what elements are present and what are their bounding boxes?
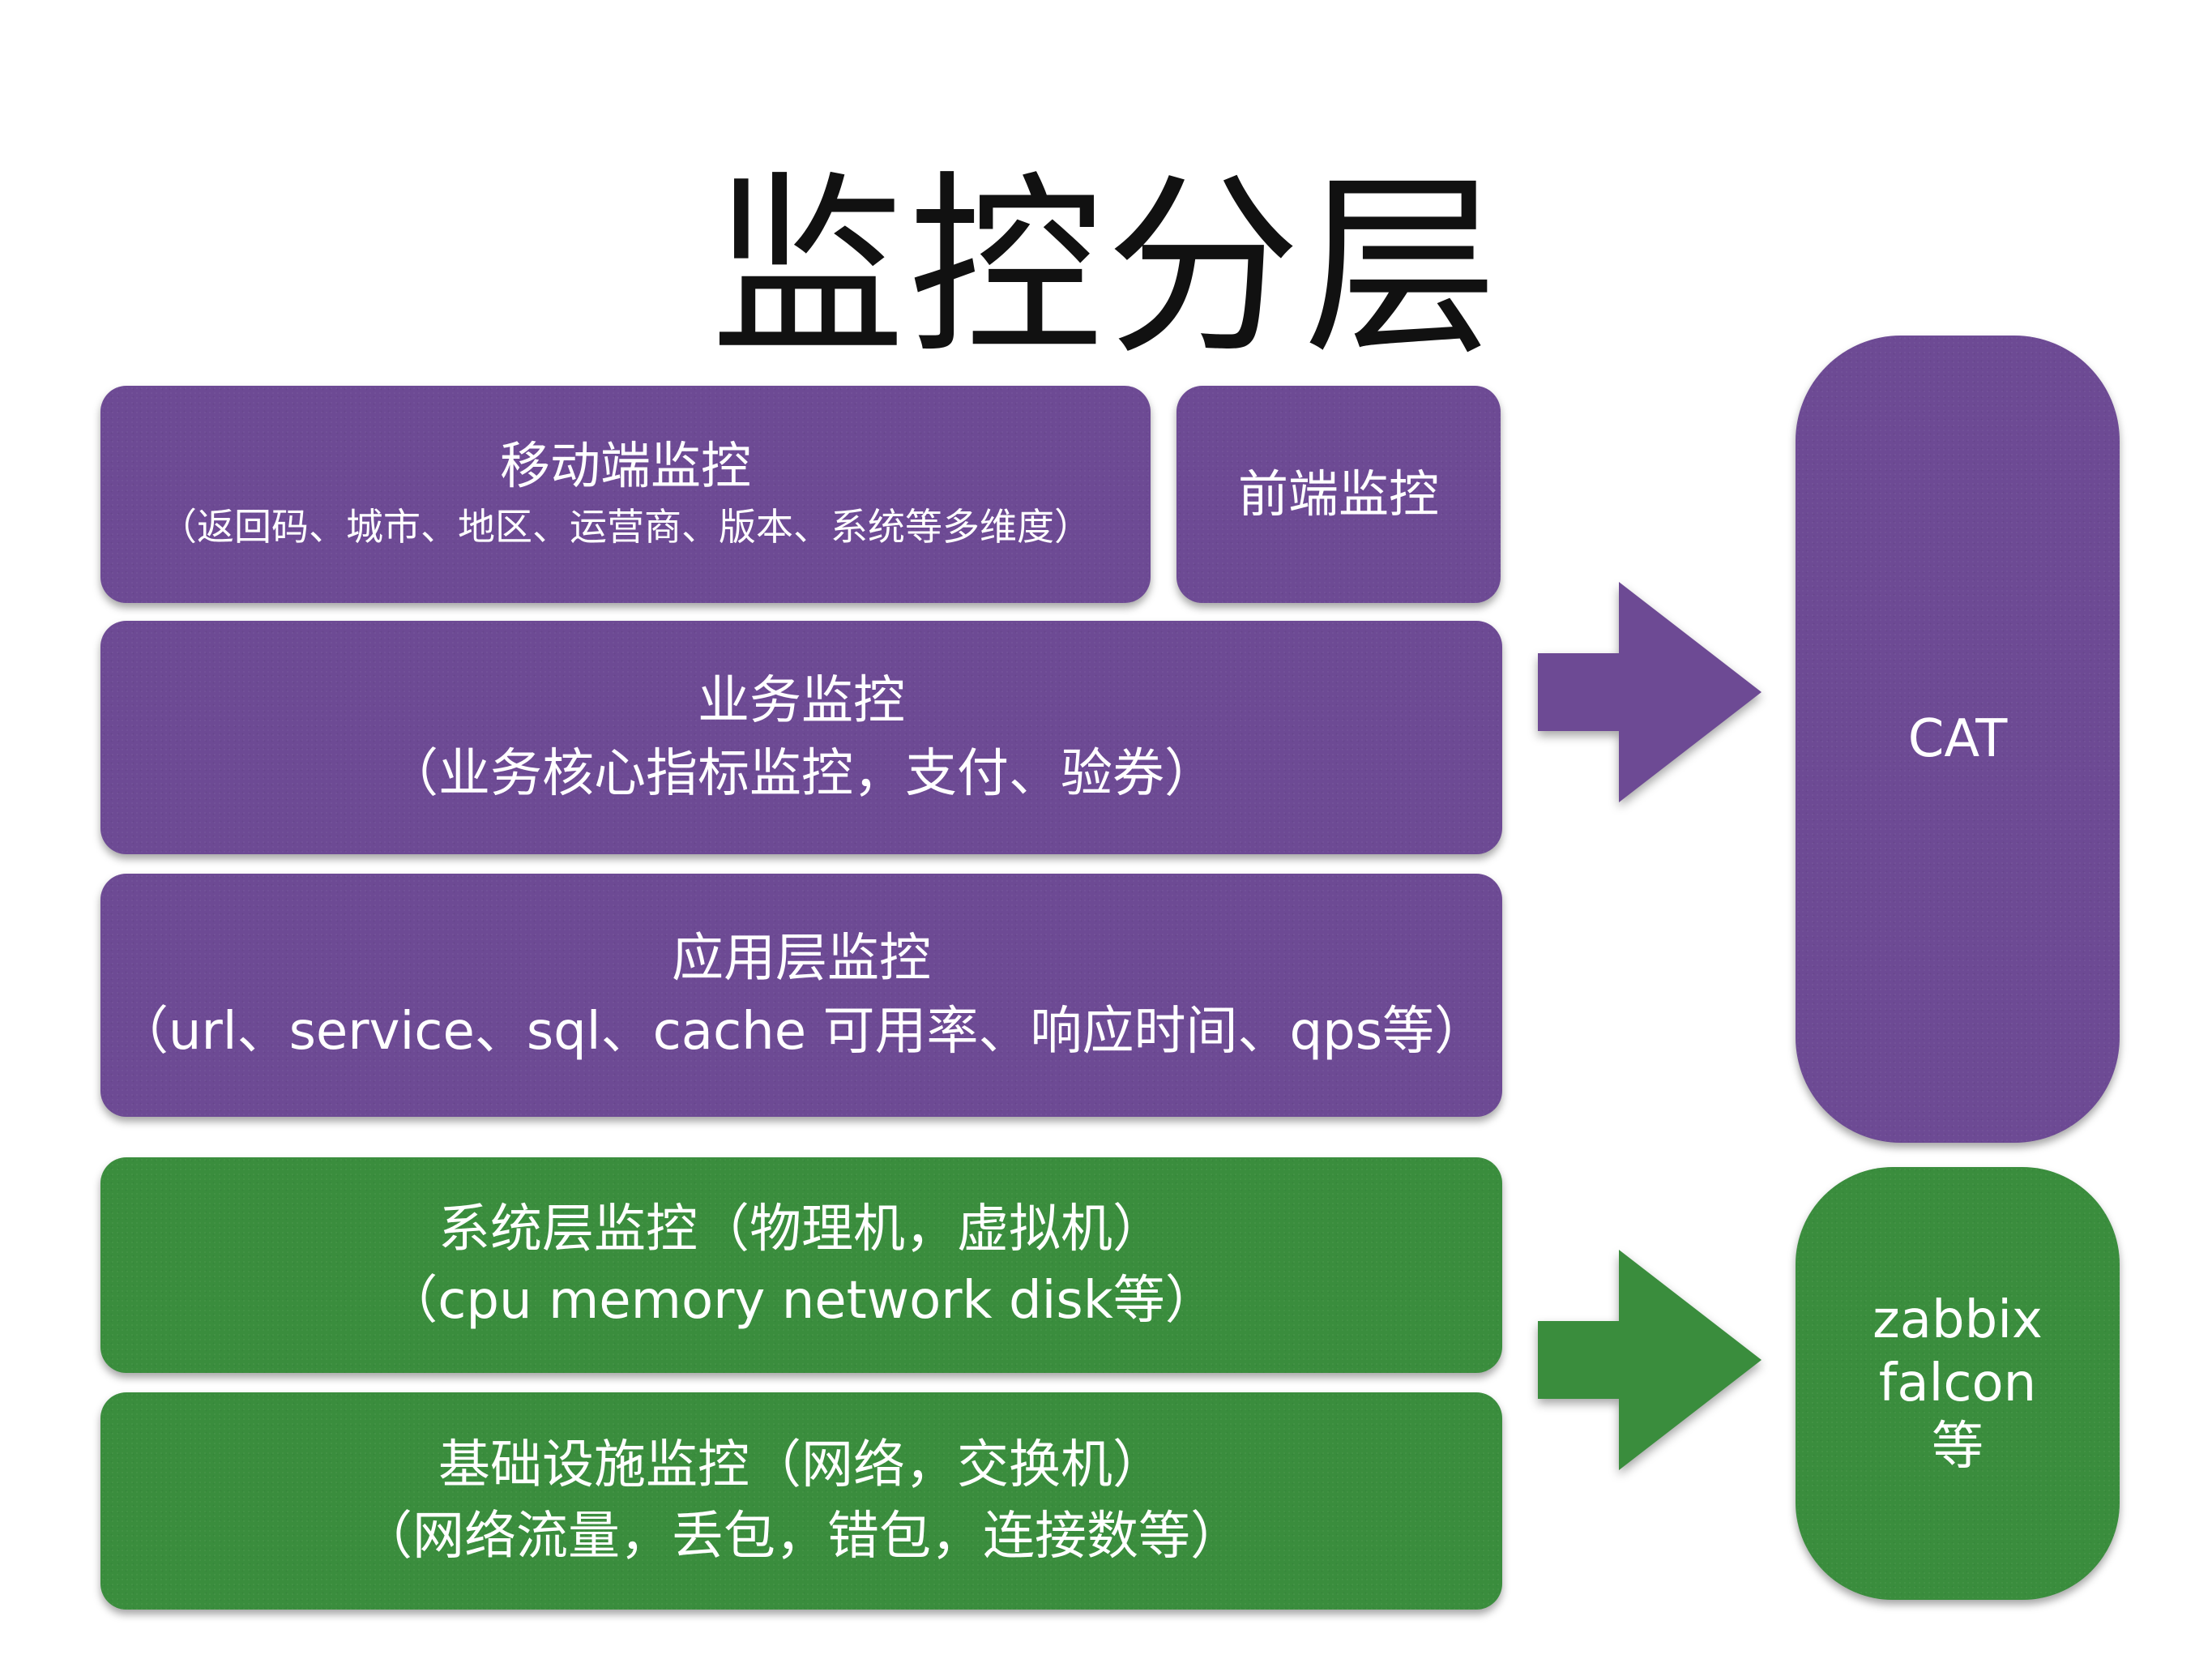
system-monitoring-detail: （cpu memory network disk等） [386, 1271, 1217, 1331]
mobile-monitoring-box: 移动端监控 （返回码、城市、地区、运营商、版本、系统等多维度） [100, 386, 1151, 603]
etc-label: 等 [1932, 1417, 1984, 1477]
application-monitoring-title: 应用层监控 [672, 929, 931, 989]
application-monitoring-detail: （url、service、sql、cache 可用率、响应时间、qps等） [116, 1002, 1487, 1062]
application-monitoring-box: 应用层监控 （url、service、sql、cache 可用率、响应时间、qp… [100, 874, 1502, 1117]
frontend-monitoring-title: 前端监控 [1237, 464, 1439, 524]
business-monitoring-title: 业务监控 [698, 671, 905, 731]
zabbix-falcon-tool-box: zabbix falcon 等 [1796, 1167, 2120, 1600]
infrastructure-monitoring-title: 基础设施监控（网络，交换机） [438, 1435, 1164, 1495]
arrow-to-cat-icon [1538, 582, 1761, 802]
mobile-monitoring-detail: （返回码、城市、地区、运营商、版本、系统等多维度） [160, 505, 1091, 549]
system-monitoring-box: 系统层监控（物理机，虚拟机） （cpu memory network disk等… [100, 1157, 1502, 1373]
cat-tool-box: CAT [1796, 336, 2120, 1143]
cat-tool-label: CAT [1907, 709, 2008, 769]
business-monitoring-detail: （业务核心指标监控，支付、验券） [386, 744, 1216, 804]
system-monitoring-title: 系统层监控（物理机，虚拟机） [438, 1199, 1164, 1259]
falcon-label: falcon [1878, 1353, 2037, 1413]
infrastructure-monitoring-box: 基础设施监控（网络，交换机） （网络流量，丢包，错包，连接数等） [100, 1392, 1502, 1610]
zabbix-label: zabbix [1873, 1290, 2043, 1350]
frontend-monitoring-box: 前端监控 [1176, 386, 1501, 603]
business-monitoring-box: 业务监控 （业务核心指标监控，支付、验券） [100, 621, 1502, 854]
mobile-monitoring-title: 移动端监控 [499, 436, 751, 495]
page-title: 监控分层 [710, 154, 1501, 381]
arrow-to-zabbix-icon [1538, 1250, 1761, 1470]
infrastructure-monitoring-detail: （网络流量，丢包，错包，连接数等） [361, 1507, 1242, 1567]
